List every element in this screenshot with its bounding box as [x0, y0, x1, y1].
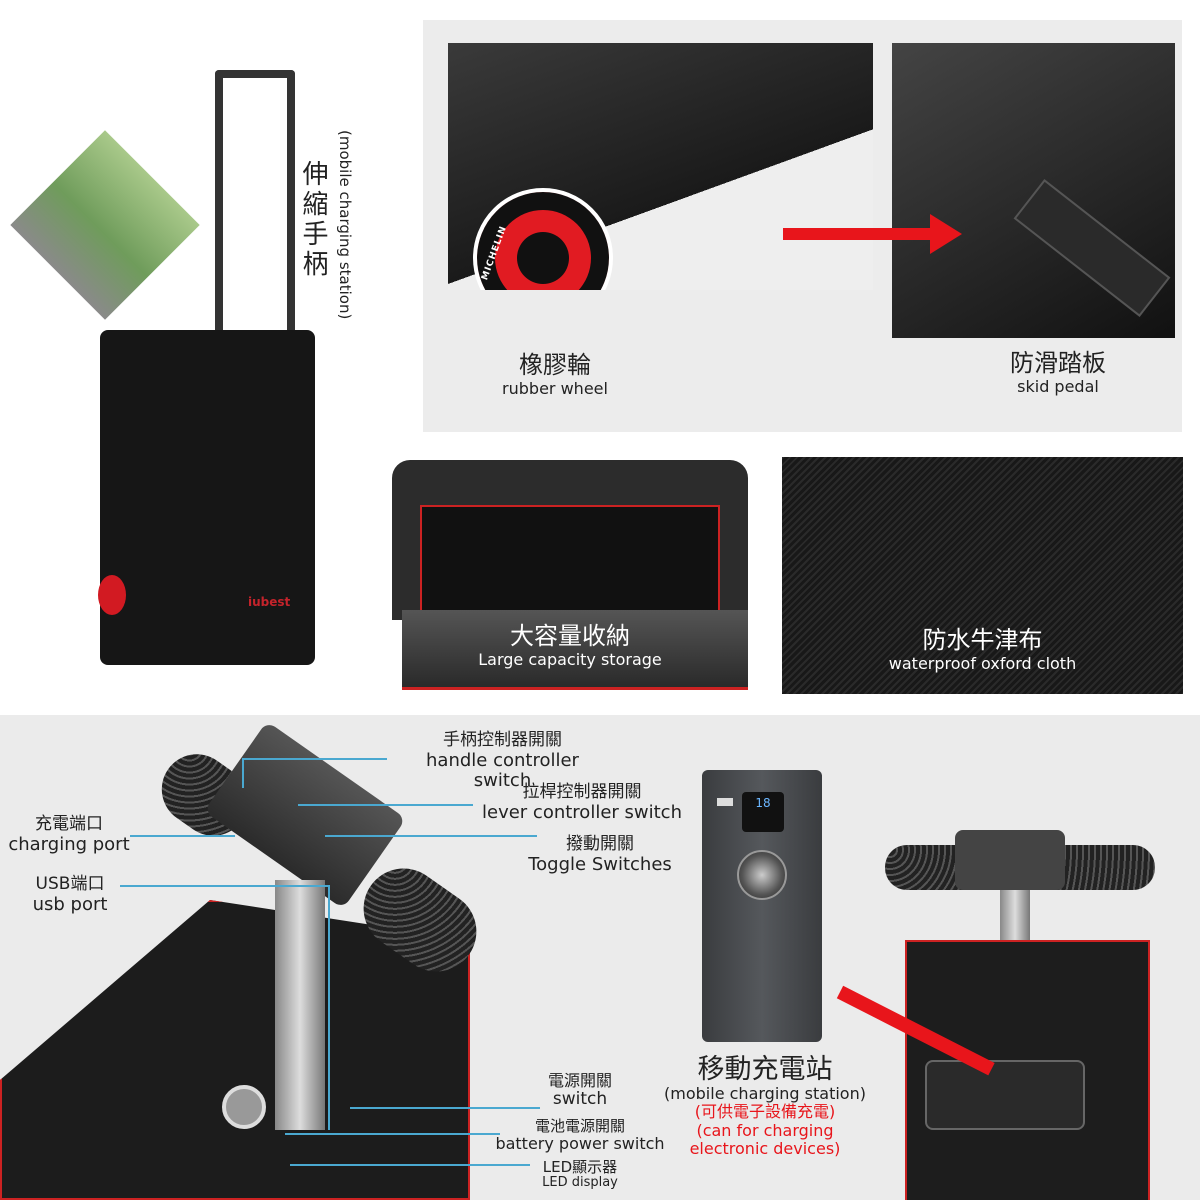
callout-line	[242, 758, 387, 760]
station-title-zh: 移動充電站	[697, 1054, 833, 1085]
wheel-photo: MICHELIN	[448, 43, 873, 290]
arrow-icon	[783, 228, 933, 240]
pedal-label-zh: 防滑踏板	[1010, 349, 1106, 377]
wheel-label-zh: 橡膠輪	[519, 351, 591, 379]
power-bank: 18	[702, 770, 822, 1042]
luggage-photo: iubest	[98, 70, 320, 670]
callout-line	[325, 835, 537, 837]
storage-photo: 大容量收納 Large capacity storage	[390, 455, 750, 695]
power-knob	[737, 850, 787, 900]
station-label: 移動充電站 (mobile charging station) (可供電子設備充…	[660, 1054, 870, 1159]
lever-switch-zh: 拉桿控制器開關	[522, 782, 642, 802]
handle-controller	[955, 830, 1065, 890]
usb-port-en: usb port	[32, 893, 108, 915]
luggage-body	[100, 330, 315, 665]
usb-port-zh: USB端口	[35, 874, 105, 894]
pedal-label: 防滑踏板 skid pedal	[983, 349, 1133, 396]
charging-port-en: charging port	[8, 833, 130, 855]
skid-pedal	[1013, 179, 1171, 317]
handle-switch-zh: 手柄控制器開關	[443, 730, 562, 750]
brand-logo: iubest	[248, 595, 291, 609]
battery-switch-en: battery power switch	[495, 1134, 665, 1154]
usb-port-icon	[717, 798, 733, 806]
arrow-head-icon	[930, 214, 962, 254]
oxford-cloth-photo: 防水牛津布 waterproof oxford cloth	[782, 457, 1183, 694]
cloth-label-zh: 防水牛津布	[922, 626, 1043, 654]
wheel-label: 橡膠輪 rubber wheel	[480, 351, 630, 398]
callout-line	[285, 1133, 500, 1135]
in-use-photo	[885, 830, 1155, 1200]
storage-label: 大容量收納 Large capacity storage	[390, 622, 750, 669]
toggle-en: Toggle Switches	[528, 853, 672, 875]
callout-line	[120, 885, 330, 887]
station-title-en: (mobile charging station)	[664, 1084, 866, 1104]
callout-line	[350, 1107, 540, 1109]
rubber-wheel	[473, 188, 613, 290]
storage-interior	[420, 505, 720, 615]
station-note-zh: (可供電子設備充電)	[694, 1102, 836, 1122]
pedal-photo	[892, 43, 1175, 338]
callout-line	[298, 804, 473, 806]
toggle-zh: 撥動開關	[566, 834, 634, 854]
handle-label-en: (mobile charging station)	[336, 130, 354, 320]
station-note-en1: (can for charging	[696, 1120, 834, 1140]
storage-lid	[402, 610, 748, 690]
pedal-label-en: skid pedal	[1017, 376, 1099, 396]
telescopic-handle	[215, 70, 295, 370]
station-note-en2: electronic devices)	[689, 1139, 841, 1159]
power-button	[222, 1085, 266, 1129]
battery-switch-zh: 電池電源開關	[534, 1117, 625, 1135]
cloth-label: 防水牛津布 waterproof oxford cloth	[782, 626, 1183, 673]
led-display: 18	[742, 792, 784, 832]
luggage-wheel	[98, 575, 126, 615]
handle-label-zh: 伸縮手柄	[298, 160, 328, 280]
led-en: LED display	[542, 1175, 618, 1191]
callout-line	[290, 1164, 530, 1166]
cloth-label-en: waterproof oxford cloth	[888, 653, 1077, 673]
power-switch-zh: 電源開關	[547, 1071, 612, 1090]
smartphone	[925, 1060, 1085, 1130]
power-switch-en: switch	[552, 1089, 608, 1110]
handle-switch-en: handle controller switch	[426, 749, 579, 792]
handle-pole	[275, 880, 325, 1130]
lever-switch-en: lever controller switch	[482, 801, 682, 823]
led-zh: LED顯示器	[542, 1158, 618, 1176]
storage-label-zh: 大容量收納	[510, 622, 630, 650]
callout-line	[328, 885, 330, 1130]
callout-line	[130, 835, 235, 837]
wheel-label-en: rubber wheel	[502, 378, 608, 398]
storage-label-en: Large capacity storage	[478, 649, 662, 669]
charging-port-zh: 充電端口	[35, 814, 103, 834]
callout-line	[242, 758, 244, 788]
